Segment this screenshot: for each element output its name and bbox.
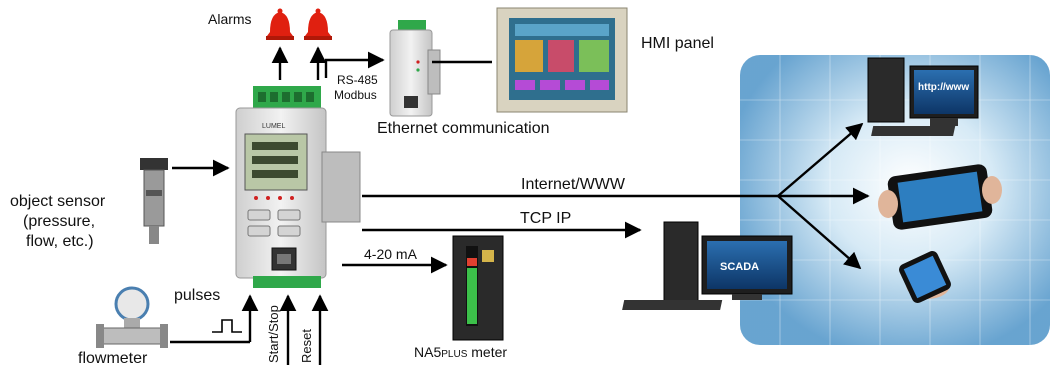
scada-label: SCADA [720,261,759,273]
modbus-label: Modbus [334,88,377,102]
tcp-ip-label: TCP IP [520,210,572,227]
pulses-label: pulses [174,287,221,304]
desktop-computer-icon: http://www [867,57,979,136]
alarms-label: Alarms [208,11,252,27]
hmi-panel-device [496,7,628,113]
tablet-icon [878,164,1002,230]
pulse-icon [212,319,242,333]
flowmeter-icon [96,286,168,348]
alarm-bell-icon [304,8,332,40]
na5-meter-device [452,235,504,341]
alarm-bell-icon [266,8,294,40]
object-sensor-label-line3: flow, etc.) [26,233,94,250]
object-sensor-label: object sensor [10,193,106,210]
scada-computer-icon: SCADA [622,221,793,310]
na5-meter-label: NA5PLUS meter [414,344,507,360]
rs485-arrow [324,51,385,78]
smartphone-icon [899,251,951,303]
branch-arrow-phone [777,195,862,270]
device-brand-label: LUMEL [262,123,285,130]
flowmeter-label: flowmeter [78,350,148,367]
hmi-panel-label: HMI panel [641,35,714,52]
reset-label: Reset [299,329,314,363]
start-stop-label: Start/Stop [266,305,281,363]
pressure-sensor-icon [140,158,168,244]
object-sensor-label-line2: (pressure, [23,213,96,230]
branch-arrow-desktop [777,122,864,197]
na5-meter-label-plus: PLUS [441,349,468,360]
internet-www-label: Internet/WWW [521,176,626,193]
ethernet-communication-label: Ethernet communication [377,120,550,137]
browser-url-label: http://www [918,82,969,93]
current-loop-label: 4-20 mA [364,246,417,262]
na5-meter-label-rest: meter [467,344,508,360]
ethernet-module-device [389,20,441,117]
na5-meter-label-main: NA5 [414,344,442,360]
connection-lines [170,46,870,365]
lumel-controller-device: LUMEL [235,86,361,288]
rs485-label: RS-485 [337,73,378,87]
